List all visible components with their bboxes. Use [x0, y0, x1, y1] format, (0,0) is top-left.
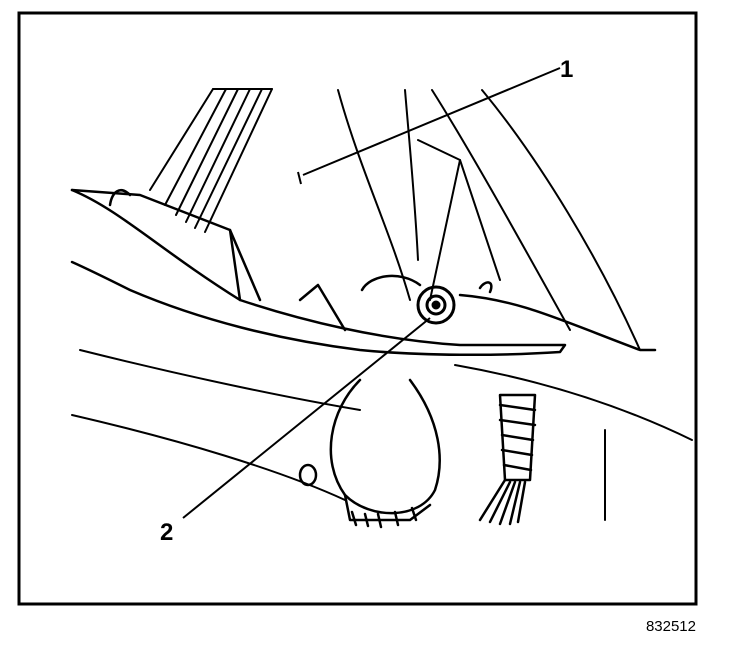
fastener-bolt: [416, 285, 456, 325]
leader-line-2: [182, 317, 431, 519]
leader-line-1: [302, 67, 561, 176]
figure-code: 832512: [646, 618, 696, 635]
windshield-pillar-curves: [337, 89, 641, 351]
callout-label-2: 2: [160, 519, 173, 546]
dash-panel: [70, 188, 657, 357]
lower-housing: [298, 378, 441, 529]
pillar-trim-lines: [149, 88, 273, 233]
frame-border: [17, 11, 698, 606]
wire-harness: [478, 393, 537, 526]
leader-tick-1: [297, 171, 302, 185]
callout-label-1: 1: [560, 56, 573, 83]
lower-body-lines: [71, 349, 693, 521]
